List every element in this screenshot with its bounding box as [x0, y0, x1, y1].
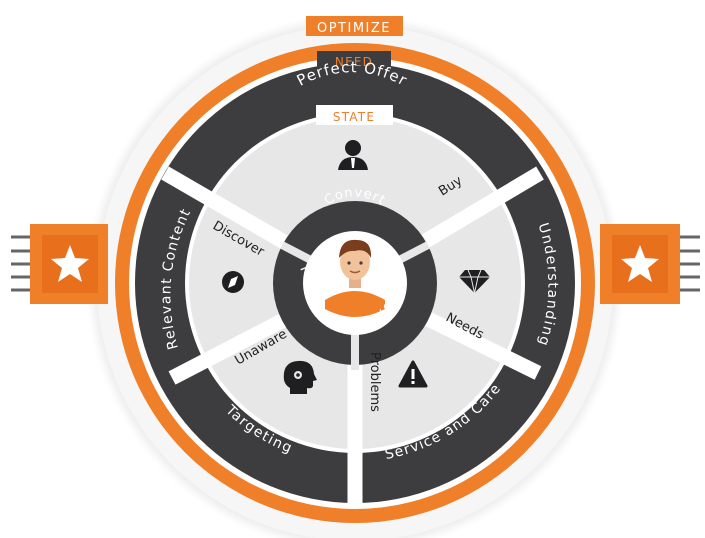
right-star-plate — [600, 224, 700, 304]
compass-icon — [222, 271, 244, 293]
diamond-icon — [459, 269, 490, 294]
head-gears-icon — [283, 360, 317, 394]
optimize-badge: OPTIMIZE — [306, 16, 403, 36]
state-badge: STATE — [316, 105, 393, 125]
middle-label-problems: Problems — [367, 352, 382, 412]
business-person-icon — [338, 140, 368, 170]
svg-text:STATE: STATE — [333, 110, 375, 124]
need-badge: NEED — [317, 51, 391, 69]
inner-label-convert: Convert — [322, 185, 388, 208]
left-star-plate — [11, 224, 108, 304]
svg-text:OPTIMIZE: OPTIMIZE — [317, 21, 391, 36]
person-avatar-icon — [325, 239, 385, 317]
svg-text:NEED: NEED — [335, 55, 373, 69]
warning-icon — [398, 360, 428, 388]
star-icon — [51, 245, 89, 282]
star-icon — [621, 245, 659, 282]
